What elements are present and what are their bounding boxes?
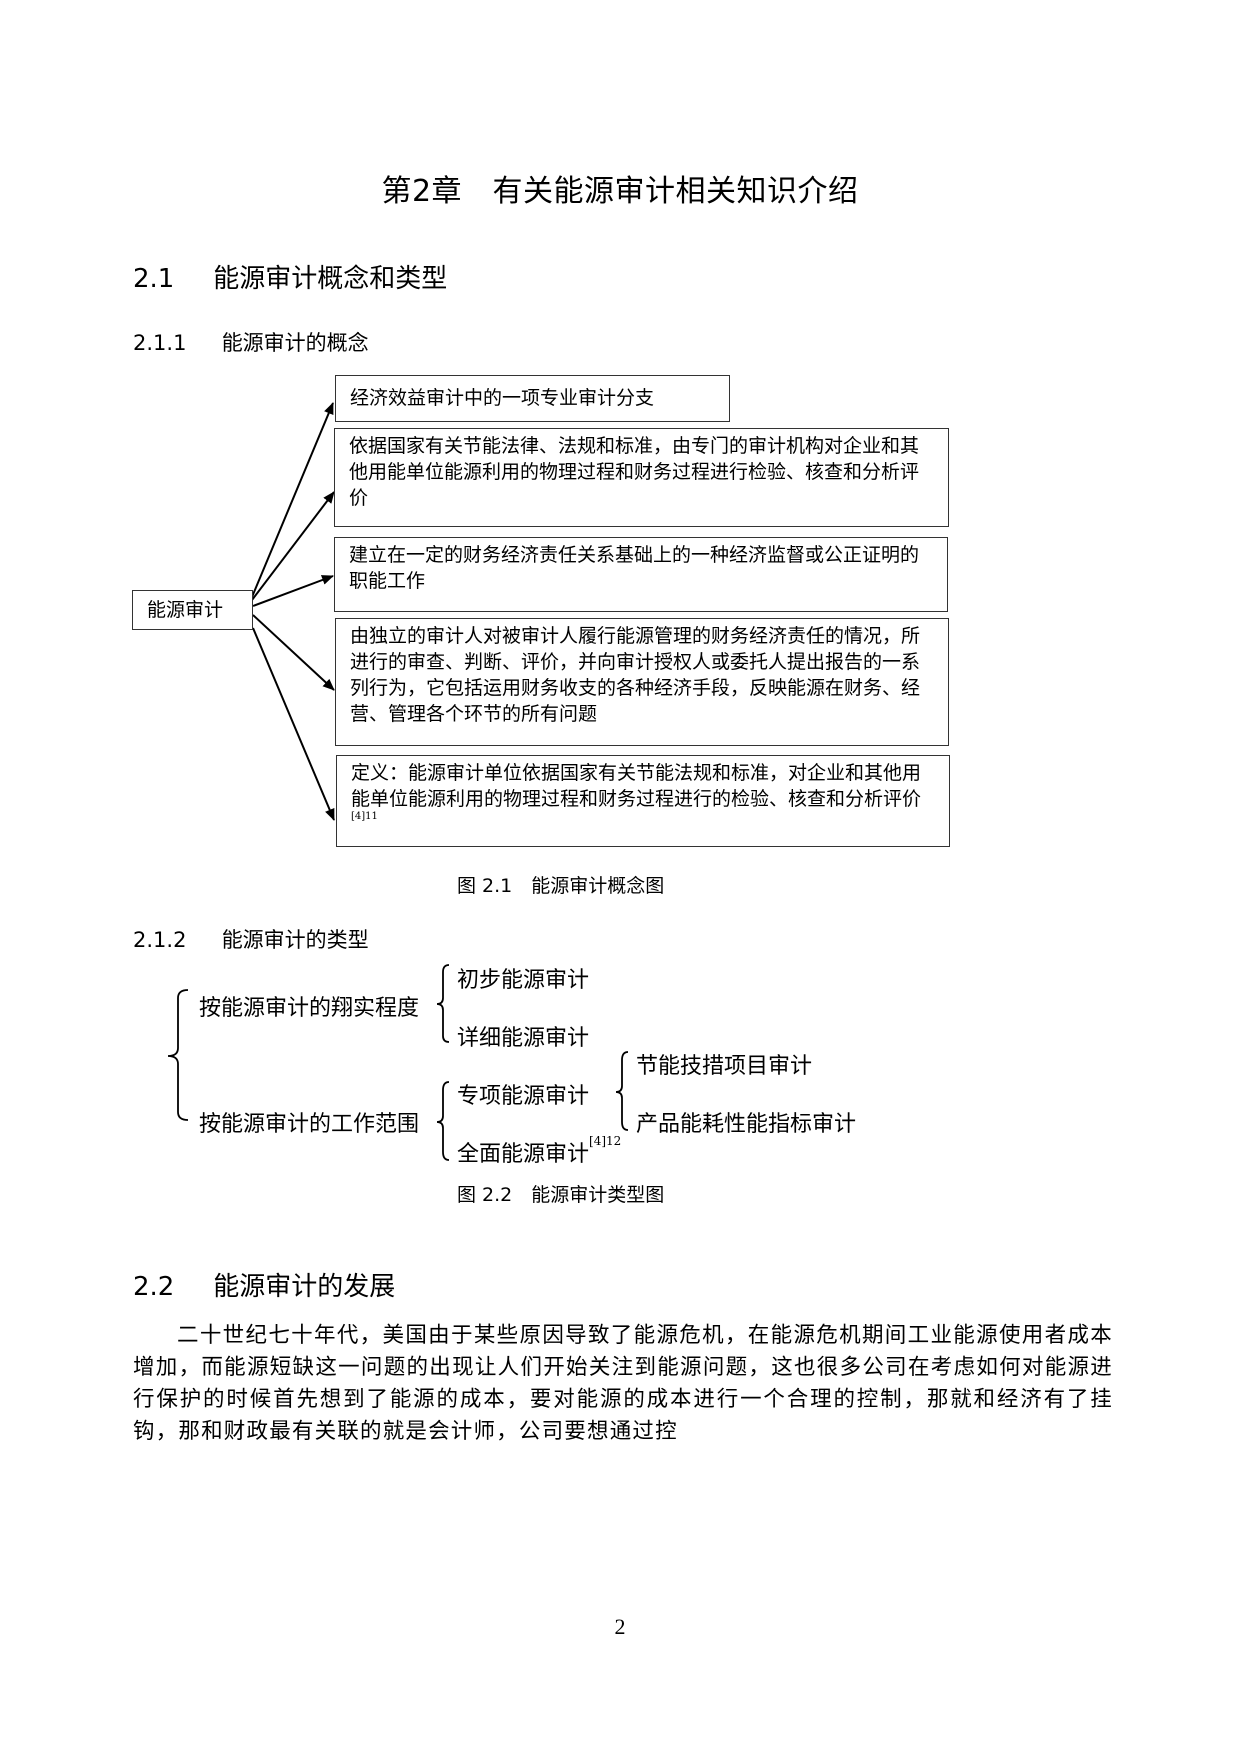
subsection-title: 能源审计的概念 [221,331,369,355]
concept-box-text: 由独立的审计人对被审计人履行能源管理的财务经济责任的情况，所进行的审查、判断、评… [350,625,921,725]
tree-branch-detail-level: 按能源审计的翔实程度 [199,996,420,1021]
concept-box-5: 定义：能源审计单位依据国家有关节能法规和标准，对企业和其他用能单位能源利用的物理… [336,755,950,847]
arrow-icon [252,575,334,607]
concept-box-4: 由独立的审计人对被审计人履行能源管理的财务经济责任的情况，所进行的审查、判断、评… [335,618,949,746]
concept-box-text: 建立在一定的财务经济责任关系基础上的一种经济监督或公正证明的职能工作 [349,544,920,592]
section-title: 能源审计概念和类型 [213,264,448,294]
body-paragraph: 二十世纪七十年代，美国由于某些原因导致了能源危机，在能源危机期间工业能源使用者成… [133,1323,1113,1444]
concept-box-text: 定义：能源审计单位依据国家有关节能法规和标准，对企业和其他用能单位能源利用的物理… [351,762,922,810]
concept-box-text: 经济效益审计中的一项专业审计分支 [350,387,655,409]
subsection-heading-2-1-2: 2.1.2 能源审计的类型 [133,924,369,954]
arrow-icon [252,627,335,821]
tree-leaf-preliminary: 初步能源审计 [457,968,590,993]
concept-box-2: 依据国家有关节能法律、法规和标准，由专门的审计机构对企业和其他用能单位能源利用的… [334,428,949,527]
brace-icon [615,1051,629,1131]
brace-icon [436,1081,450,1161]
section-heading-2-1: 2.1 能源审计概念和类型 [133,258,447,295]
subsection-number: 2.1.1 [133,331,187,355]
tree-leaf-comprehensive: 全面能源审计[4]12 [457,1134,622,1168]
subsection-title: 能源审计的类型 [221,928,369,952]
chapter-title: 第2章 有关能源审计相关知识介绍 [381,174,859,209]
concept-box-3: 建立在一定的财务经济责任关系基础上的一种经济监督或公正证明的职能工作 [334,537,948,612]
root-node: 能源审计 [132,590,253,630]
arrow-connectors [251,402,335,821]
tree-leaf-product-energy-index: 产品能耗性能指标审计 [636,1112,857,1137]
brace-icon [436,964,450,1043]
figure-2-1-caption: 图 2.1 能源审计概念图 [457,875,665,897]
arrow-icon [251,491,335,601]
tree-node-special: 专项能源审计 [457,1084,590,1109]
page-number: 2 [614,1614,626,1639]
root-node-label: 能源审计 [147,599,224,621]
section-number: 2.1 [133,264,175,294]
section-heading-2-2: 2.2 能源审计的发展 [133,1266,395,1303]
citation-ref: [4]11 [351,811,378,822]
section-number: 2.2 [133,1272,175,1302]
section-title: 能源审计的发展 [213,1272,396,1302]
arrow-icon [252,614,335,691]
figure-2-2-caption: 图 2.2 能源审计类型图 [457,1184,665,1206]
tree-branch-work-scope: 按能源审计的工作范围 [199,1112,420,1137]
subsection-heading-2-1-1: 2.1.1 能源审计的概念 [133,327,369,357]
tree-leaf-label: 全面能源审计 [457,1142,590,1167]
citation-ref: [4]12 [589,1134,622,1148]
tree-leaf-detailed: 详细能源审计 [457,1026,590,1051]
concept-box-text: 依据国家有关节能法律、法规和标准，由专门的审计机构对企业和其他用能单位能源利用的… [349,435,920,509]
arrow-icon [251,402,334,598]
brace-icon [167,989,189,1121]
subsection-number: 2.1.2 [133,928,187,952]
concept-box-1: 经济效益审计中的一项专业审计分支 [335,375,730,422]
brace-connectors [167,964,629,1161]
tree-leaf-energy-saving-project: 节能技措项目审计 [636,1054,813,1079]
